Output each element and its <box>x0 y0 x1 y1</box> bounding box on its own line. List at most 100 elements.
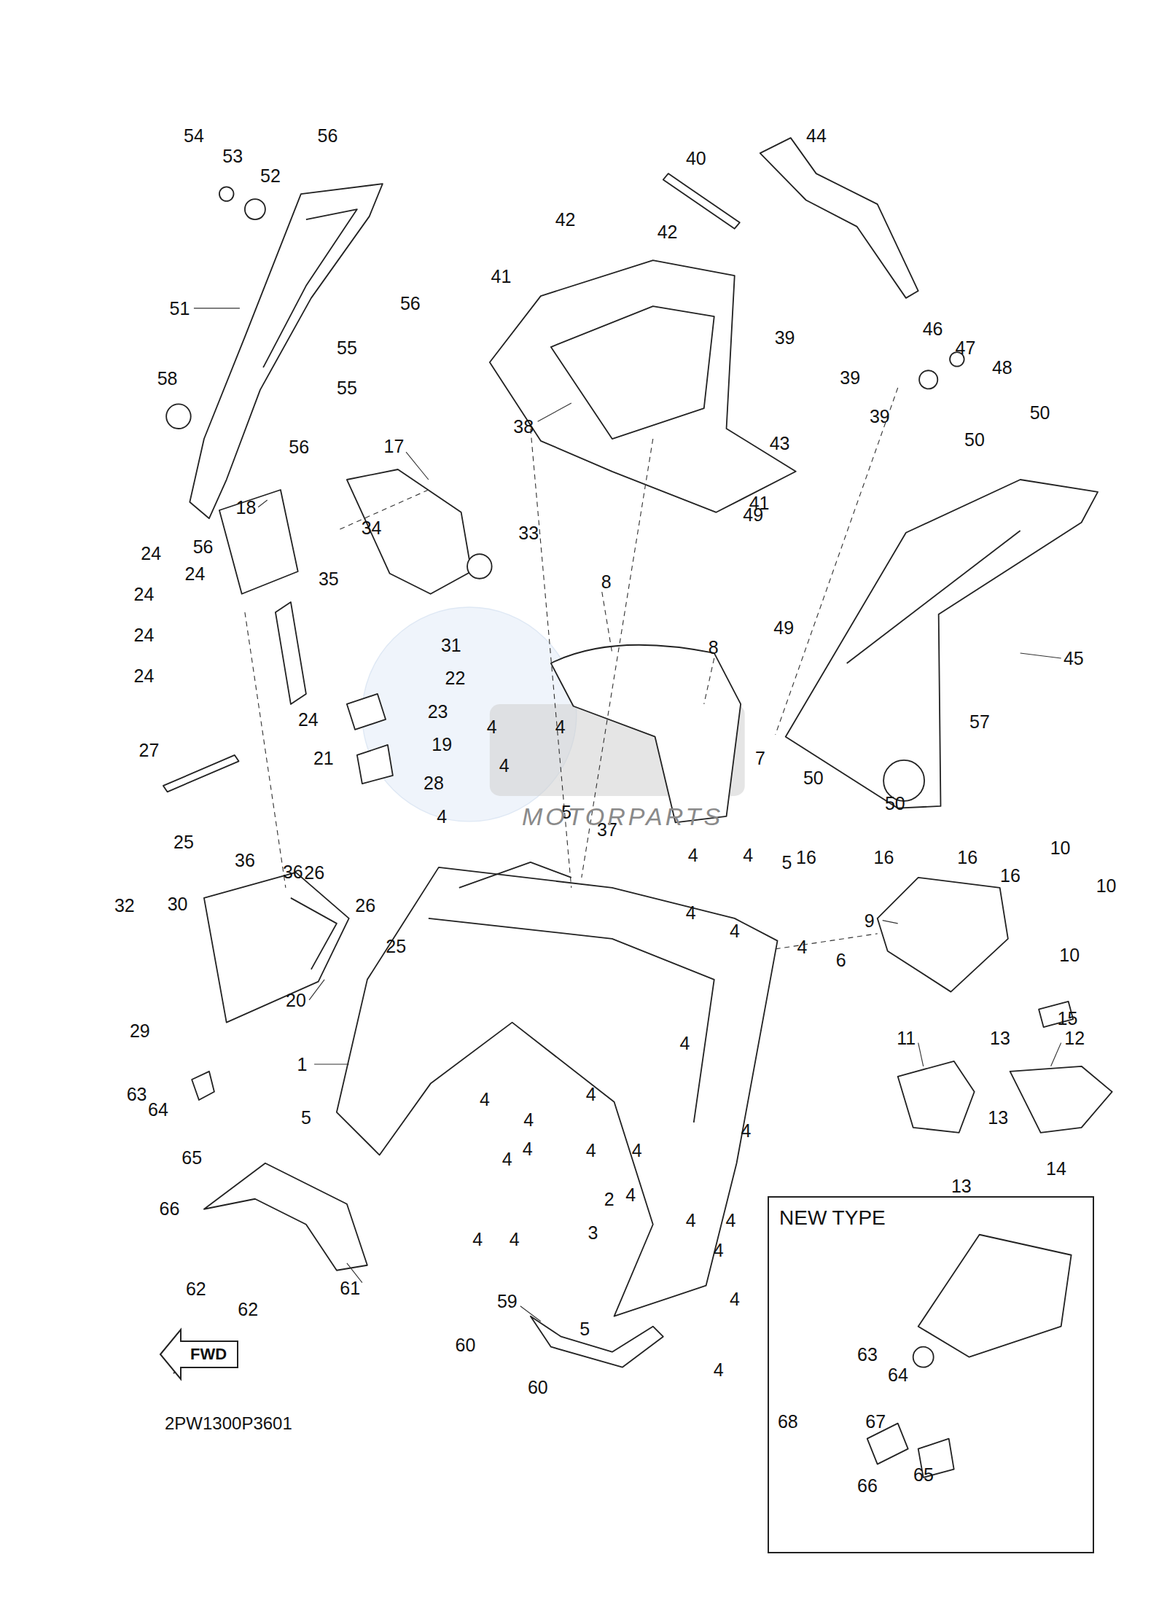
callout-number: 36 <box>233 850 257 871</box>
callout-number: 60 <box>453 1335 477 1356</box>
callout-number: 4 <box>741 845 755 866</box>
callout-number: 50 <box>801 767 826 788</box>
callout-number: 42 <box>553 209 578 230</box>
callout-number: 24 <box>131 583 156 604</box>
callout-number: 25 <box>384 935 408 956</box>
callout-number: 18 <box>233 497 258 517</box>
callout-number: 60 <box>526 1376 550 1397</box>
callout-number: 59 <box>495 1291 519 1312</box>
callout-number: 56 <box>191 537 216 557</box>
callout-number: 39 <box>868 406 892 427</box>
callout-number: 4 <box>684 902 698 923</box>
callout-number: 43 <box>768 432 792 453</box>
callout-number: 58 <box>155 368 180 389</box>
callout-number: 35 <box>317 568 341 589</box>
callout-number: 4 <box>795 937 809 958</box>
inset-title: NEW TYPE <box>779 1206 1083 1230</box>
callout-number: 47 <box>953 338 977 358</box>
callout-number: 45 <box>1062 648 1086 669</box>
callout-number: 3 <box>586 1223 600 1243</box>
diagram-code: 2PW1300P3601 <box>163 1414 294 1434</box>
callout-number: 63 <box>125 1083 149 1104</box>
callout-number: 56 <box>315 126 339 146</box>
callout-number: 24 <box>182 563 207 584</box>
callout-number: 5 <box>299 1107 313 1128</box>
callout-number: 16 <box>871 847 896 868</box>
callout-number: 10 <box>1094 876 1119 896</box>
callout-number: 4 <box>485 716 499 737</box>
callout-number: 4 <box>497 755 511 776</box>
callout-number: 16 <box>955 847 979 868</box>
callout-number: 4 <box>728 1289 742 1310</box>
callout-number: 49 <box>741 504 765 525</box>
callout-number: 55 <box>335 338 359 358</box>
callout-number: 56 <box>398 293 423 313</box>
callout-number: 54 <box>182 126 206 146</box>
callout-number: 4 <box>686 845 700 866</box>
callout-number: 51 <box>167 298 191 318</box>
callout-number: 4 <box>712 1359 726 1380</box>
callout-number: 50 <box>962 430 987 450</box>
callout-number: 64 <box>886 1364 910 1385</box>
callout-number: 13 <box>949 1175 974 1196</box>
callout-number: 41 <box>489 266 513 287</box>
callout-number: 4 <box>435 806 449 827</box>
callout-number: 26 <box>353 895 377 915</box>
callout-number: 33 <box>516 522 541 543</box>
callout-number: 23 <box>426 701 450 721</box>
callout-number: 4 <box>723 1210 737 1231</box>
callout-number: 50 <box>883 793 907 813</box>
callout-number: 4 <box>739 1121 753 1141</box>
callout-number: 14 <box>1044 1159 1068 1179</box>
callout-number: 5 <box>578 1318 592 1339</box>
callout-number: 28 <box>422 772 446 793</box>
callout-number: 24 <box>131 624 156 645</box>
callout-number: 65 <box>911 1465 936 1485</box>
callout-number: 34 <box>360 517 384 538</box>
callout-number: 36 <box>281 861 305 882</box>
callout-number: 57 <box>968 711 992 732</box>
callout-number: 4 <box>508 1228 522 1249</box>
callout-number: 50 <box>1028 402 1052 423</box>
callout-number: 4 <box>500 1149 514 1170</box>
callout-number: 27 <box>137 740 161 761</box>
callout-number: 53 <box>220 146 245 167</box>
callout-number: 12 <box>1062 1027 1087 1048</box>
callout-number: 40 <box>684 148 708 169</box>
callout-number: 44 <box>804 126 829 146</box>
callout-number: 2 <box>602 1189 616 1210</box>
callout-number: 67 <box>863 1411 888 1432</box>
callout-number: 4 <box>630 1140 644 1160</box>
callout-number: 10 <box>1057 945 1082 966</box>
callout-number: 4 <box>521 1109 536 1130</box>
callout-number: 5 <box>779 852 794 873</box>
callout-number: 4 <box>677 1032 692 1053</box>
callout-number: 46 <box>921 318 945 339</box>
callout-number: 1 <box>295 1054 309 1075</box>
callout-number: 7 <box>753 748 767 769</box>
callout-number: 38 <box>511 416 536 437</box>
callout-number: 4 <box>521 1139 535 1159</box>
callout-number: 20 <box>284 990 308 1011</box>
callout-number: 13 <box>986 1107 1010 1128</box>
callout-number: 39 <box>838 368 862 388</box>
callout-number: 22 <box>443 667 467 688</box>
callout-number: 21 <box>311 748 336 769</box>
callout-number: 64 <box>146 1099 170 1119</box>
callout-number: 29 <box>128 1021 152 1041</box>
callout-number: 16 <box>794 847 818 868</box>
callout-number: 24 <box>139 543 163 563</box>
callout-number: 4 <box>712 1240 726 1261</box>
callout-number: 62 <box>236 1299 260 1320</box>
callout-number: 42 <box>656 221 680 242</box>
callout-number: 66 <box>157 1198 181 1219</box>
callout-number: 16 <box>998 865 1022 886</box>
callout-number: 31 <box>439 634 463 655</box>
callout-number: 8 <box>707 637 721 657</box>
callout-number: 68 <box>776 1411 800 1432</box>
callout-number: 4 <box>684 1210 698 1231</box>
callout-number: 11 <box>895 1027 917 1048</box>
callout-number: 4 <box>584 1083 598 1104</box>
callout-number: 49 <box>771 618 796 638</box>
callout-number: 24 <box>131 665 156 686</box>
